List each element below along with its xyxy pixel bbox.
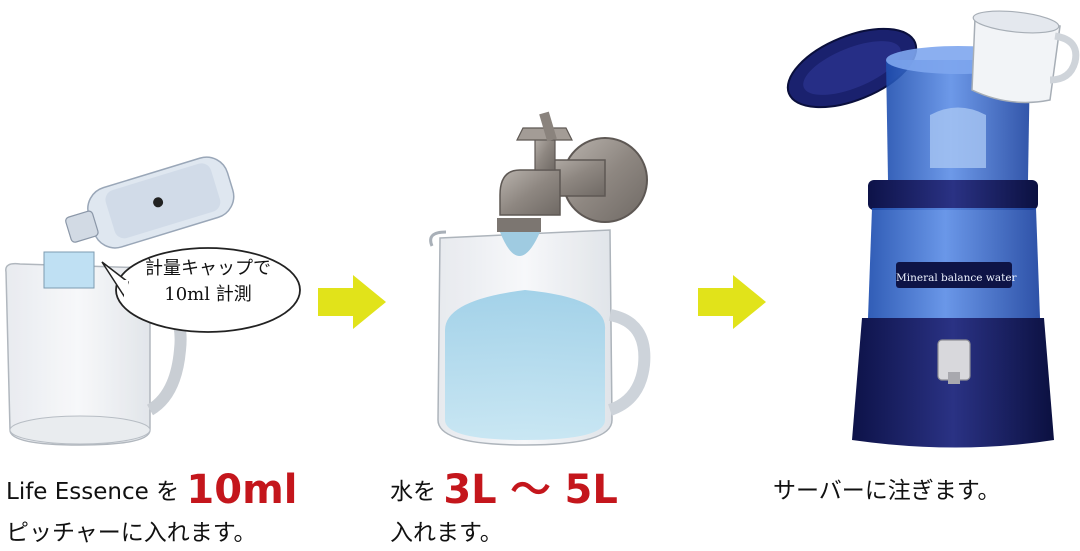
bubble-text: 計量キャップで 10ml 計測: [128, 256, 288, 308]
step2-caption-line1: 水を 3L 〜 5L: [390, 470, 618, 510]
step2-caption-prefix: 水を: [390, 479, 436, 505]
step1-caption-highlight: 10ml: [186, 467, 298, 513]
step1-caption-line2: ピッチャーに入れます。: [6, 520, 257, 546]
bubble-line-2: 10ml 計測: [164, 284, 252, 305]
cup-icon: [971, 10, 1080, 104]
step3-caption-line1: サーバーに注ぎます。: [773, 478, 1001, 504]
arrow-right-icon: [698, 275, 766, 329]
faucet-icon: [497, 111, 648, 232]
step2-caption-highlight: 3L 〜 5L: [443, 467, 618, 513]
bottle-icon: [65, 156, 235, 249]
pitcher-icon: [5, 251, 187, 446]
bubble-line-1: 計量キャップで: [145, 258, 271, 279]
server-label: Mineral balance water: [896, 272, 1017, 284]
step2-caption-line2: 入れます。: [390, 520, 503, 546]
speech-bubble: [101, 247, 301, 333]
step1-caption-prefix: Life Essence を: [6, 479, 180, 505]
water-pitcher-icon: [429, 229, 651, 446]
step1-caption-line1: Life Essence を 10ml: [6, 470, 297, 510]
arrow-right-icon: [318, 275, 386, 329]
